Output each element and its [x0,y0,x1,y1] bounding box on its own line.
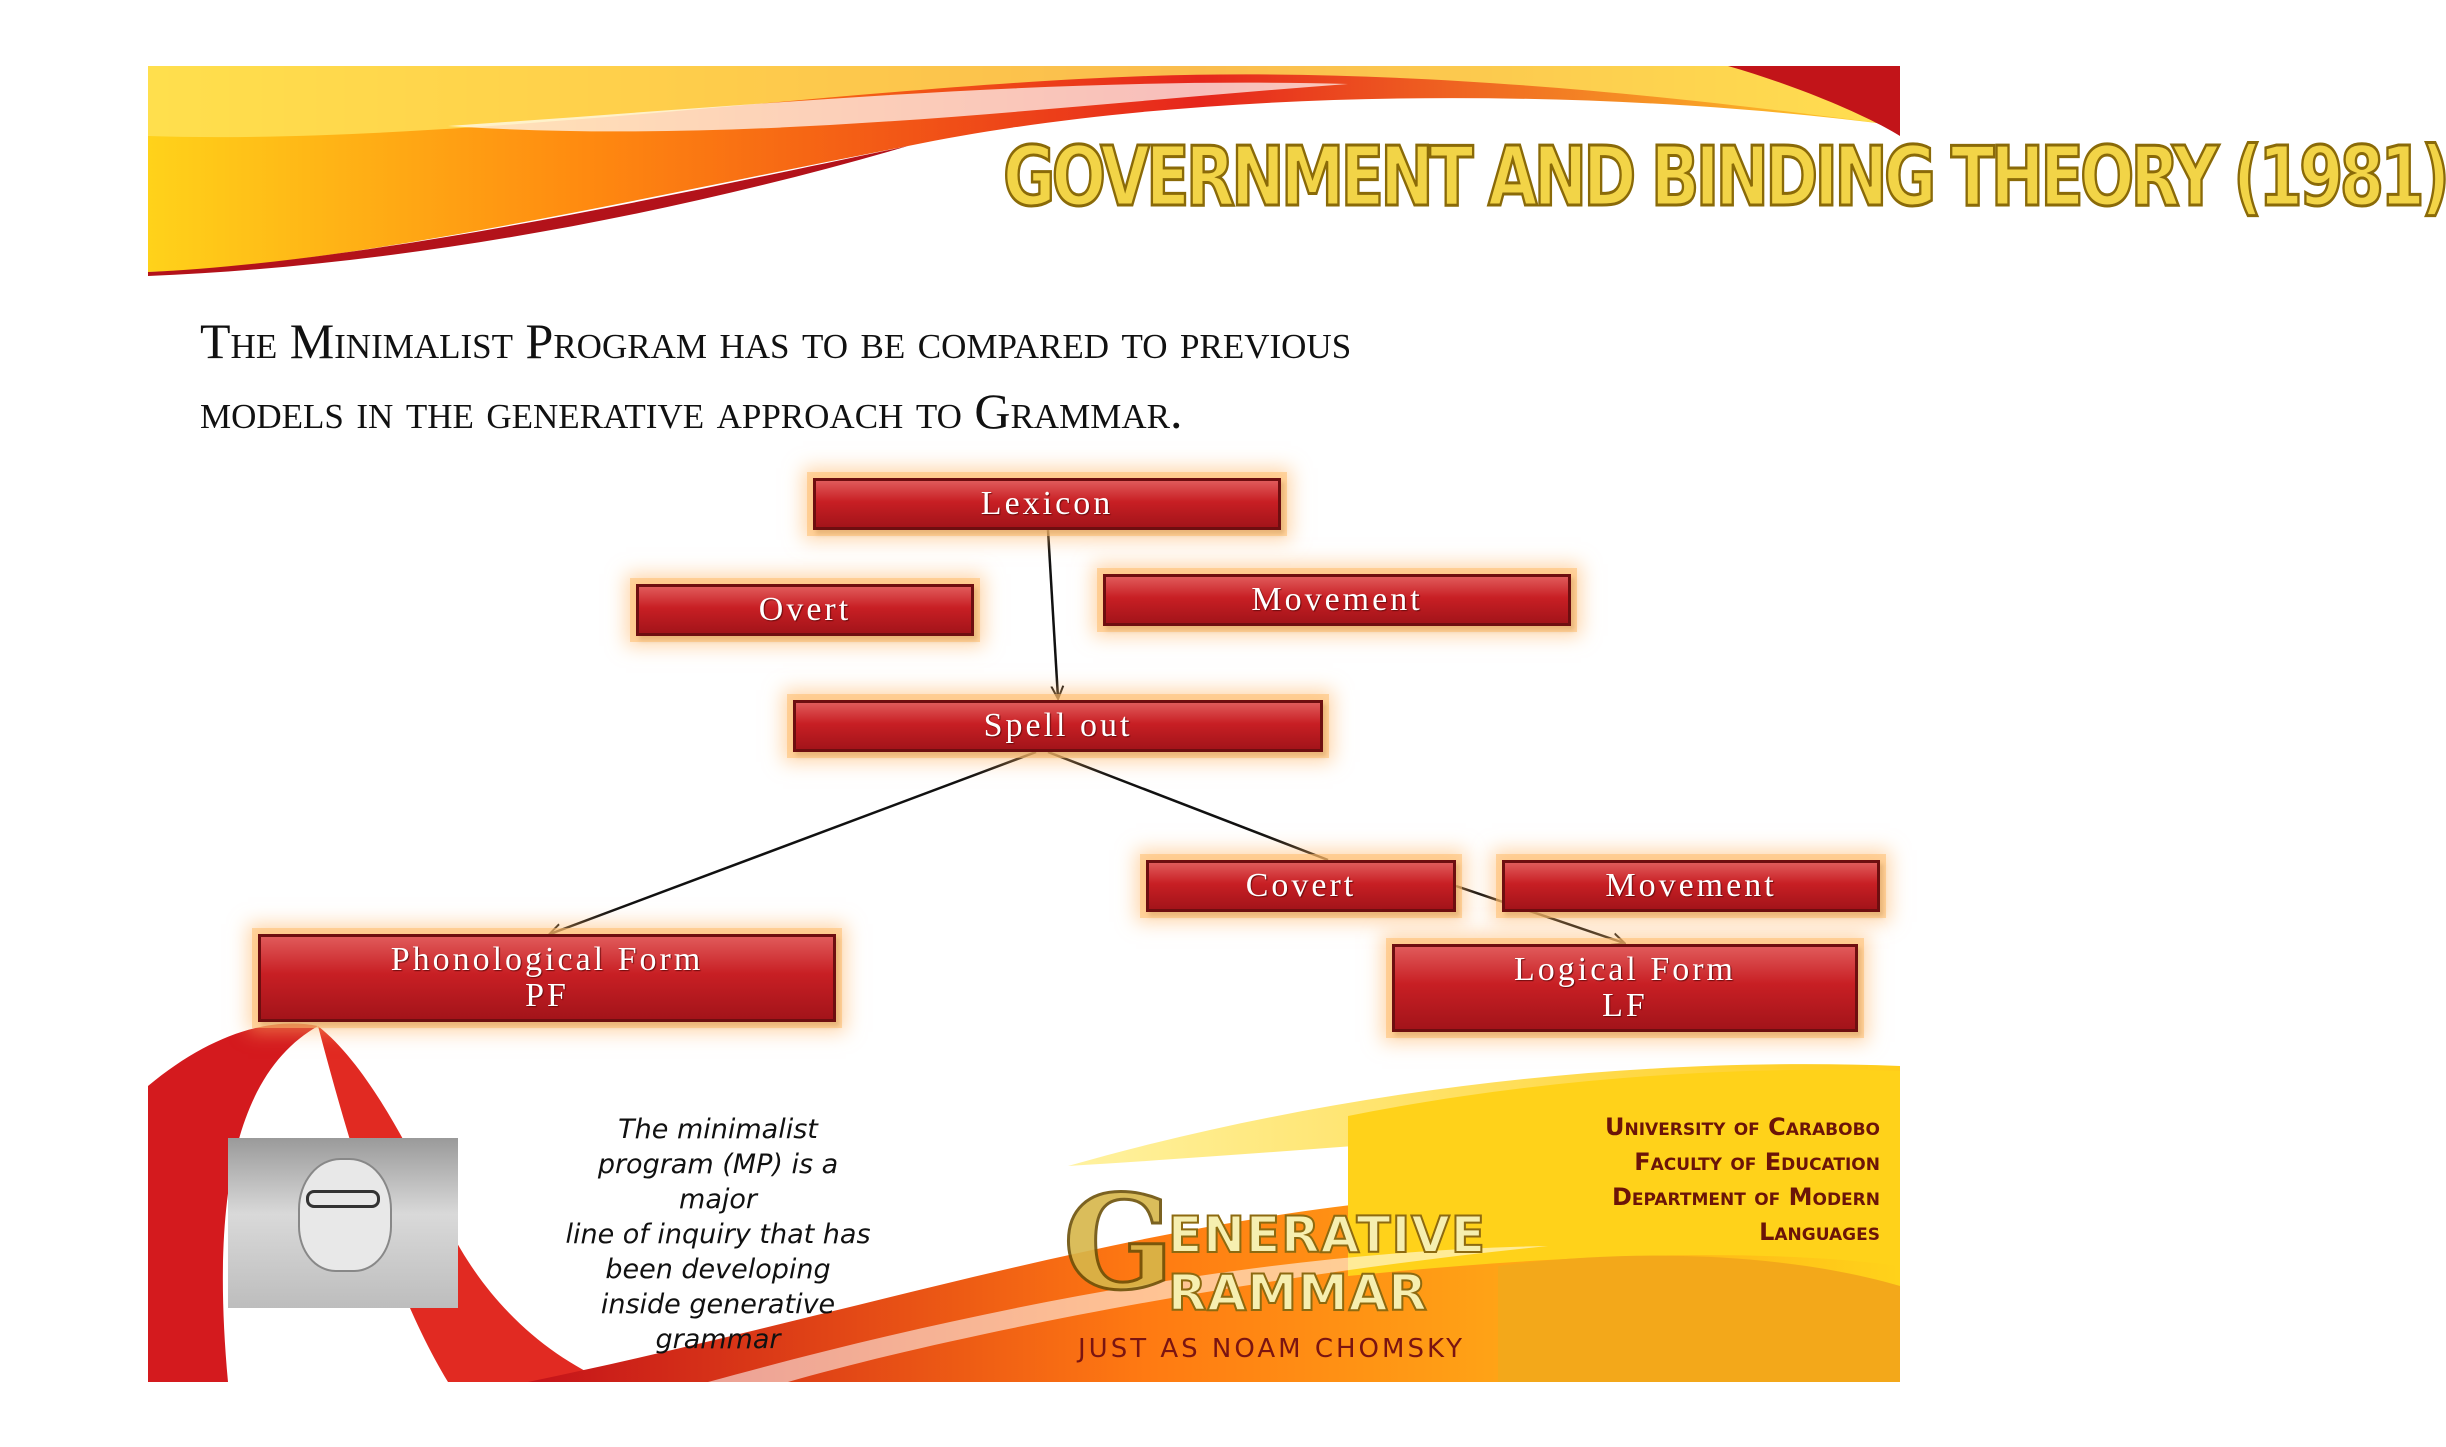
logo-tagline: JUST AS NOAM CHOMSKY [1078,1334,1465,1364]
institution-block: University of Carabobo Faculty of Educat… [1500,1110,1880,1250]
logo-big-g: G [1061,1166,1175,1319]
note-line-2: program (MP) is a major [597,1149,839,1215]
logo-word-grammar: RAMMAR [1167,1263,1428,1323]
diagram-connectors [148,529,1900,1382]
intro-text: The Minimalist Program has to be compare… [200,306,1760,446]
node-overt: Overt [636,584,974,636]
node-lf-label-line2: LF [1602,987,1648,1024]
node-lf-label-line1: Logical Form [1513,951,1737,988]
bottom-left-swoosh [148,1023,318,1382]
note-line-6: grammar [655,1324,781,1355]
institution-line-1: University of Carabobo [1605,1113,1880,1141]
background-swooshes [148,66,1900,1382]
node-movement-top: Movement [1103,574,1571,626]
node-lexicon: Lexicon [813,478,1281,530]
node-spell-out-label: Spell out [983,707,1133,744]
minimalist-note: The minimalist program (MP) is a major l… [558,1112,878,1357]
node-covert-label: Covert [1245,867,1357,904]
intro-line-2: models in the generative approach to Gra… [200,383,1183,439]
portrait-glasses [306,1190,380,1208]
node-spell-out: Spell out [793,700,1323,752]
arrow-covert-to-lf [1455,884,1624,943]
node-movement-top-label: Movement [1251,581,1423,618]
node-pf-label-line1: Phonological Form [390,941,704,978]
node-lexicon-label: Lexicon [980,485,1114,522]
note-line-1: The minimalist [618,1114,818,1145]
line-spellout-to-covert [1047,750,1329,862]
note-line-4: been developing [605,1254,831,1285]
chomsky-photo [228,1138,458,1308]
note-line-5: inside generative [600,1289,836,1320]
node-movement-bottom: Movement [1502,860,1880,912]
portrait-face [298,1158,392,1272]
logo-word-generative: ENERATIVE [1167,1205,1487,1265]
institution-line-3: Department of Modern [1611,1183,1880,1211]
node-overt-label: Overt [758,591,852,628]
node-logical-form: Logical Form LF [1392,944,1858,1032]
slide: GOVERNMENT AND BINDING THEORY (1981) The… [148,66,2446,1382]
institution-line-4: Languages [1759,1218,1880,1246]
note-line-3: line of inquiry that has [565,1219,871,1250]
arrow-spellout-to-pf [550,750,1037,934]
node-movement-bottom-label: Movement [1605,867,1777,904]
arrow-lexicon-to-spellout [1046,529,1058,698]
intro-line-1: The Minimalist Program has to be compare… [200,313,1352,369]
node-pf-label-line2: PF [525,977,569,1014]
slide-title: GOVERNMENT AND BINDING THEORY (1981) [1002,129,2446,227]
institution-line-2: Faculty of Education [1634,1148,1880,1176]
node-phonological-form: Phonological Form PF [258,934,836,1022]
node-covert: Covert [1146,860,1456,912]
